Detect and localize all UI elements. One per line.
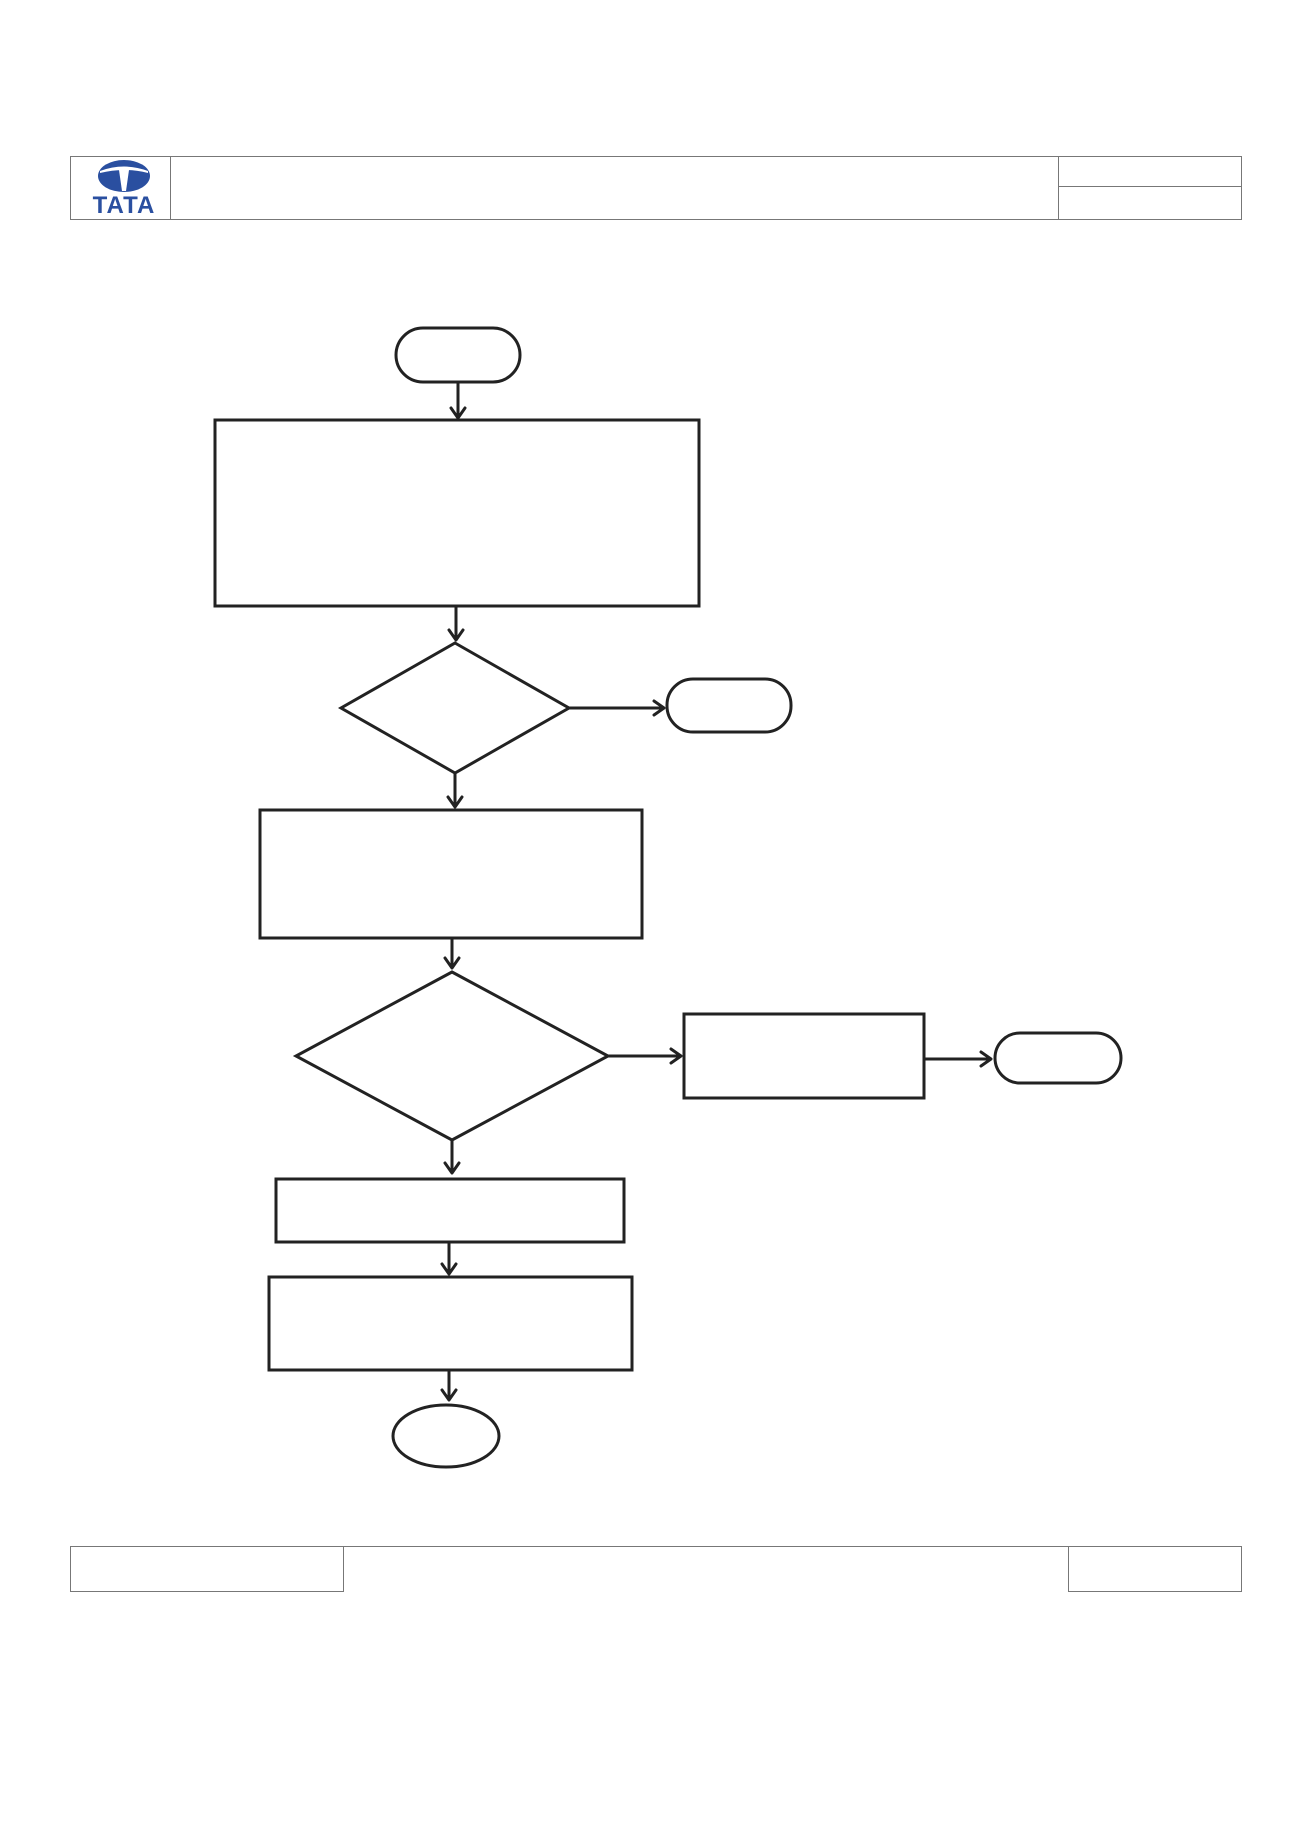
footer-left-cell bbox=[70, 1546, 344, 1592]
process-step-3 bbox=[274, 1177, 626, 1244]
exit-2-terminator bbox=[993, 1031, 1123, 1085]
company-logo: TATA bbox=[86, 158, 162, 218]
arrowhead-start-step-1 bbox=[449, 406, 467, 420]
decision-1-diamond bbox=[337, 641, 573, 775]
arrowhead-decision-2-step-branch bbox=[669, 1047, 683, 1065]
exit-1-terminator bbox=[665, 677, 793, 734]
end-terminator bbox=[391, 1403, 501, 1469]
header-logo-divider bbox=[170, 156, 171, 220]
footer-right-cell bbox=[1068, 1546, 1242, 1592]
decision-2-diamond bbox=[292, 970, 612, 1142]
tata-logo-icon bbox=[98, 160, 150, 192]
process-step-branch bbox=[682, 1012, 926, 1100]
arrowhead-decision-1-step-2 bbox=[446, 795, 464, 809]
arrowhead-step-branch-exit-2 bbox=[979, 1050, 993, 1068]
header-right-split bbox=[1058, 186, 1242, 187]
header-right-divider bbox=[1058, 156, 1059, 220]
start-terminator bbox=[394, 326, 522, 384]
arrowhead-step-1-decision-1 bbox=[447, 628, 465, 642]
process-step-2 bbox=[258, 808, 644, 940]
arrowhead-decision-1-exit-1 bbox=[652, 699, 666, 717]
footer-middle-line bbox=[344, 1546, 1068, 1547]
arrowhead-decision-2-step-3 bbox=[443, 1161, 461, 1175]
arrowhead-step-2-decision-2 bbox=[443, 956, 461, 970]
arrowhead-step-3-step-4 bbox=[440, 1262, 458, 1276]
header-table bbox=[70, 156, 1242, 220]
arrowhead-step-4-end bbox=[440, 1388, 458, 1402]
process-step-4 bbox=[267, 1275, 634, 1372]
process-step-1 bbox=[213, 418, 701, 608]
logo-wordmark: TATA bbox=[92, 192, 156, 219]
